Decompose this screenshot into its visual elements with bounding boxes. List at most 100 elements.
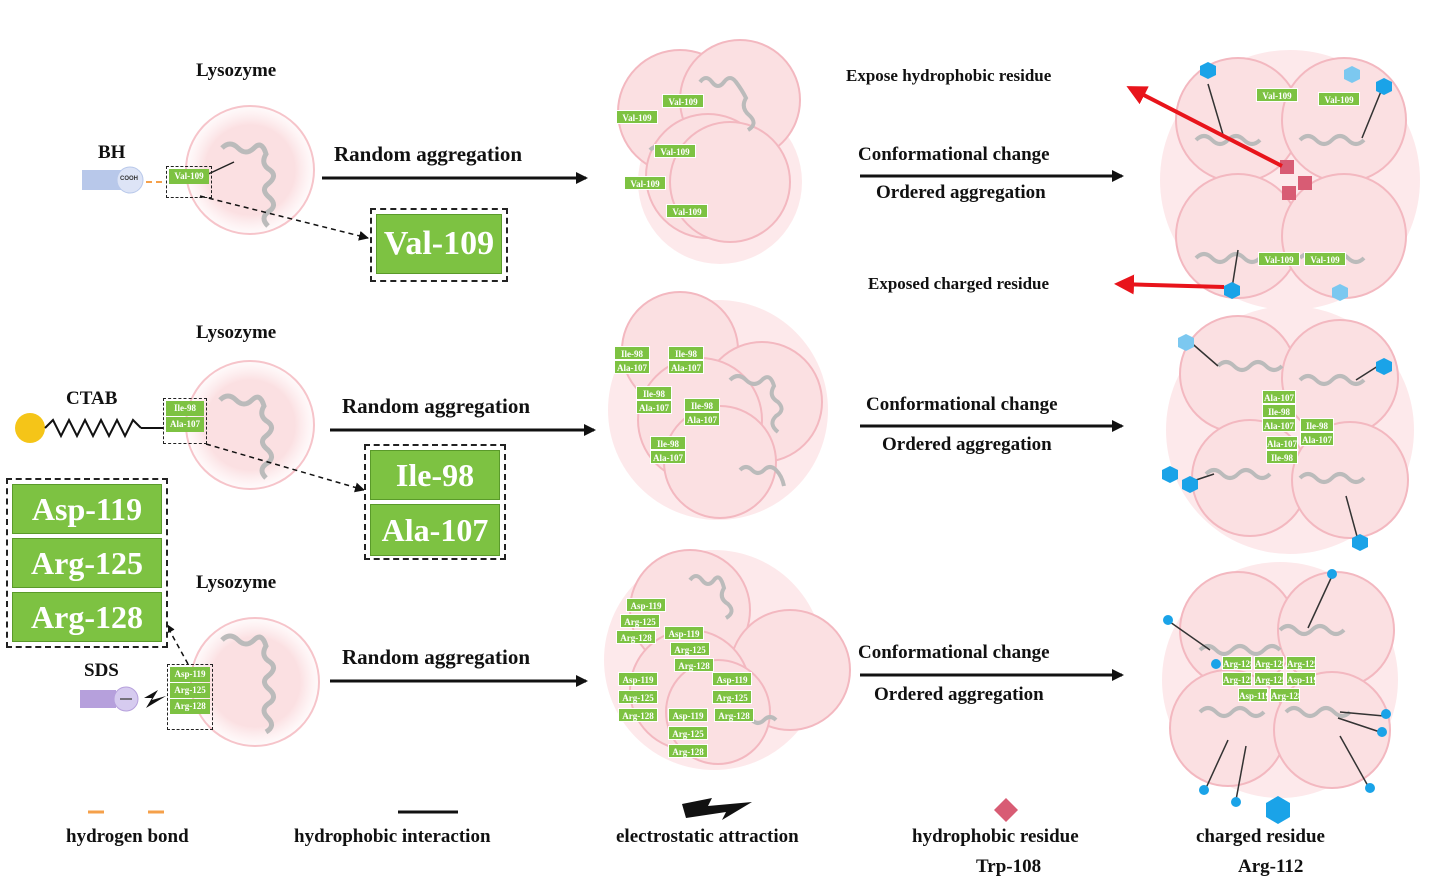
residue-tag: Arg-128: [618, 708, 658, 722]
charged-residue-mark: [1381, 709, 1391, 719]
residue-tag: Ile-98: [166, 401, 204, 416]
residue-tag: Ile-98: [1266, 450, 1298, 464]
residue-tag: Val-109: [1256, 88, 1298, 102]
hydrophobic-residue-mark: [1298, 176, 1312, 190]
residue-tag: Ala-107: [1262, 390, 1296, 404]
legend-hydrophobic-residue-swatch: [994, 798, 1018, 822]
residue-tag: Ala-107: [1262, 418, 1296, 432]
residue-tag: Ile-98: [614, 346, 650, 360]
lysozyme-label-3: Lysozyme: [196, 572, 277, 593]
lysozyme-label-1: Lysozyme: [196, 60, 277, 81]
residue-tag: Ala-107: [614, 360, 650, 374]
ctab-residue-zoom-box: Ile-98 Ala-107: [364, 444, 506, 560]
ordered-aggregation-label-1: Ordered aggregation: [876, 182, 1046, 203]
exposed-charged-label: Exposed charged residue: [868, 274, 1050, 293]
expose-hydrophobic-label: Expose hydrophobic residue: [846, 66, 1052, 85]
bh-head: [116, 166, 144, 194]
residue-tag: Ile-98: [650, 436, 686, 450]
residue-tag: Val-109: [616, 110, 658, 124]
conformational-change-label-3: Conformational change: [858, 642, 1050, 663]
residue-tag: Arg-128: [616, 630, 656, 644]
hydrophobic-residue-mark: [1280, 160, 1294, 174]
charged-residue-mark: [1162, 466, 1178, 483]
residue-zoom-label: Arg-128: [12, 592, 162, 642]
charged-residue-mark: [1344, 66, 1360, 83]
residue-tag: Arg-125: [1254, 672, 1284, 686]
residue-tag: Val-109: [624, 176, 666, 190]
bh-binding-site-box: Val-109: [166, 166, 212, 198]
charged-residue-mark: [1211, 659, 1221, 669]
sds-binding-site-box: Asp-119 Arg-125 Arg-128: [167, 664, 213, 730]
charged-residue-mark: [1200, 62, 1216, 79]
random-aggregate-ctab: [608, 291, 828, 520]
residue-tag: Arg-125: [618, 690, 658, 704]
residue-tag: Arg-125: [170, 683, 210, 698]
residue-tag: Arg-125: [670, 642, 710, 656]
residue-tag: Asp-119: [170, 667, 210, 682]
zoom-arrow-sds: [165, 623, 189, 665]
residue-zoom-label: Val-109: [376, 214, 502, 274]
charged-residue-mark: [1182, 476, 1198, 493]
conformational-change-label-2: Conformational change: [866, 394, 1058, 415]
sds-tail: [80, 690, 116, 708]
charged-residue-mark: [1224, 282, 1240, 299]
charged-residue-mark: [1365, 783, 1375, 793]
residue-zoom-label: Ala-107: [370, 504, 500, 556]
ctab-tail: [44, 417, 142, 439]
residue-tag: Arg-128: [674, 658, 714, 672]
legend-charged-residue-name: Arg-112: [1238, 856, 1304, 877]
residue-tag: Ile-98: [1262, 404, 1296, 418]
residue-tag: Arg-128: [1270, 688, 1300, 702]
legend-hydrophobic-residue-name: Trp-108: [976, 856, 1042, 877]
legend-hydrogen-bond-label: hydrogen bond: [66, 826, 189, 847]
sds-label: SDS: [84, 660, 119, 681]
residue-tag: Arg-128: [170, 699, 210, 714]
lysozyme-label-2: Lysozyme: [196, 322, 277, 343]
residue-tag: Asp-119: [668, 708, 708, 722]
random-aggregation-label-2: Random aggregation: [342, 394, 531, 418]
residue-tag: Asp-119: [618, 672, 658, 686]
ctab-head: [15, 413, 45, 443]
ctab-binding-site-box: Ile-98 Ala-107: [163, 398, 207, 444]
exposed-charged-arrow: [1114, 274, 1225, 295]
residue-tag: Arg-125: [668, 726, 708, 740]
helix-icon: [218, 393, 274, 480]
bh-label: BH: [98, 142, 126, 163]
charged-residue-mark: [1199, 785, 1209, 795]
helix-icon: [220, 633, 276, 735]
residue-tag: Ala-107: [636, 400, 672, 414]
zoom-arrow-ctab: [205, 443, 365, 493]
charged-residue-mark: [1376, 358, 1392, 375]
residue-zoom-label: Asp-119: [12, 484, 162, 534]
helix-icon: [220, 141, 276, 228]
electrostatic-icon: [144, 690, 166, 708]
legend-graphics: [88, 796, 1290, 824]
residue-zoom-label: Arg-125: [12, 538, 162, 588]
residue-tag: Ile-98: [1300, 418, 1334, 432]
row-bh: [82, 39, 1420, 310]
ordered-aggregation-label-3: Ordered aggregation: [874, 684, 1044, 705]
bh-surfactant-tail: [82, 170, 122, 190]
residue-tag: Ala-107: [166, 417, 204, 432]
expose-hydrophobic-arrow: [1126, 86, 1283, 168]
residue-tag: Asp-119: [626, 598, 666, 612]
residue-tag: Asp-119: [1286, 672, 1316, 686]
zoom-arrow-bh: [199, 195, 369, 241]
residue-tag: Asp-119: [1238, 688, 1268, 702]
charged-residue-mark: [1327, 569, 1337, 579]
charged-residue-mark: [1231, 797, 1241, 807]
residue-tag: Arg-125: [1286, 656, 1316, 670]
residue-tag: Ala-107: [668, 360, 704, 374]
residue-tag: Val-109: [654, 144, 696, 158]
cooh-label: COOH: [120, 176, 138, 182]
residue-tag: Arg-125: [620, 614, 660, 628]
residue-tag: Val-109: [666, 204, 708, 218]
legend-hydrophobic-residue-label: hydrophobic residue: [912, 826, 1079, 847]
residue-tag: Asp-119: [664, 626, 704, 640]
random-aggregation-label-1: Random aggregation: [334, 142, 523, 166]
residue-tag: Arg-128: [714, 708, 754, 722]
residue-tag: Val-109: [1304, 252, 1346, 266]
charged-residue-mark: [1178, 334, 1194, 351]
legend-electrostatic-attraction-label: electrostatic attraction: [616, 826, 799, 847]
